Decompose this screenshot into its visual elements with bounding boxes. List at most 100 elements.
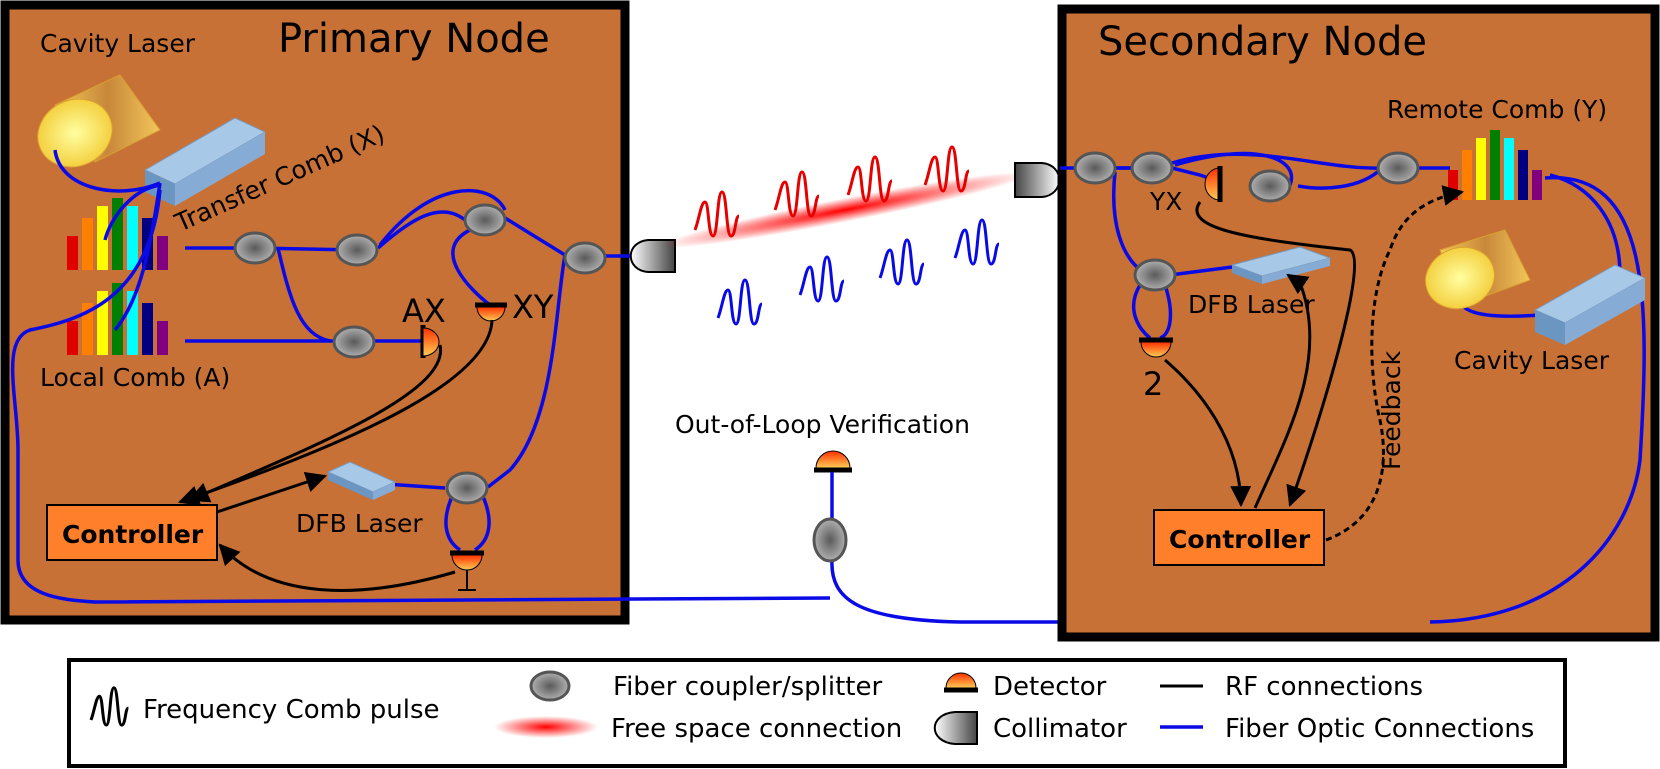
detector-yx xyxy=(1204,166,1223,202)
detector-ax xyxy=(420,325,440,358)
detector-2 xyxy=(1139,337,1173,358)
comb-a-line-1 xyxy=(67,321,78,355)
comb-y-line-2 xyxy=(1462,150,1472,200)
free-space-link xyxy=(629,145,1061,326)
collimator-icon xyxy=(933,711,978,745)
collimator-secondary xyxy=(1014,162,1061,198)
comb-a-line-5 xyxy=(127,291,138,355)
verification-coupler xyxy=(812,517,848,563)
fiber-c3-to-xy xyxy=(451,228,492,307)
red-pulses xyxy=(693,145,970,238)
primary-coupler-5 xyxy=(332,325,376,359)
fiber-transfer-comb-to-comb-x xyxy=(103,183,161,241)
secondary-controller-label: Controller xyxy=(1169,525,1311,554)
pulse-icon xyxy=(89,686,130,727)
fiber-c8-to-dfb xyxy=(1169,264,1241,277)
secondary-coupler-3 xyxy=(1248,169,1292,203)
comb-a-line-6 xyxy=(142,303,153,355)
fiber-to-coupler-3 xyxy=(376,210,467,250)
rf-feedback xyxy=(1325,185,1465,542)
primary-coupler-3 xyxy=(463,203,507,237)
comb-x-line-7 xyxy=(157,236,168,270)
rf-ax-to-controller xyxy=(188,344,443,503)
transfer-comb-device xyxy=(143,117,267,206)
primary-coupler-6 xyxy=(445,471,489,505)
secondary-coupler-1 xyxy=(1073,151,1117,185)
detector-ax-label: AX xyxy=(402,292,446,330)
detector-yx-label: YX xyxy=(1149,187,1182,216)
detector-2-label: 2 xyxy=(1143,365,1163,403)
detector-xy-label: XY xyxy=(512,288,554,326)
verification-detector xyxy=(814,450,852,473)
comb-x-line-5 xyxy=(127,206,138,270)
detector-xy xyxy=(475,302,507,322)
free-space-beam xyxy=(658,171,1032,249)
fiber-loop-top xyxy=(378,188,507,247)
verification-label: Out-of-Loop Verification xyxy=(675,410,970,439)
feedback-label: Feedback xyxy=(1377,350,1406,470)
fiber-split-1 xyxy=(276,247,331,343)
detector-1 xyxy=(450,550,484,591)
legend-free-space-label: Free space connection xyxy=(611,714,902,744)
comb-y-line-4 xyxy=(1490,130,1500,200)
rf-controller-to-dfb xyxy=(1253,273,1312,509)
comb-a-line-3 xyxy=(97,291,108,355)
rf-yx-to-controller xyxy=(1195,201,1357,507)
blue-pulse-1 xyxy=(716,278,763,326)
primary-controller: Controller xyxy=(46,504,218,561)
legend-fiber-label: Fiber Optic Connections xyxy=(1225,714,1534,744)
comb-x-line-1 xyxy=(67,236,78,270)
primary-dfb-laser xyxy=(326,461,397,500)
secondary-cavity-device xyxy=(1533,264,1647,345)
secondary-coupler-4 xyxy=(1376,151,1420,185)
secondary-cavity-laser-label: Cavity Laser xyxy=(1454,346,1610,375)
primary-coupler-4 xyxy=(563,241,607,275)
rf-det1-to-controller xyxy=(218,543,456,592)
secondary-coupler-2 xyxy=(1130,151,1174,185)
fiber-device-to-cavity xyxy=(1429,176,1646,624)
comb-x-line-3 xyxy=(97,206,108,270)
primary-coupler-2 xyxy=(335,233,379,267)
secondary-controller: Controller xyxy=(1153,509,1325,566)
legend-rf-label: RF connections xyxy=(1225,672,1423,702)
legend-detector-label: Detector xyxy=(993,672,1107,702)
legend-box xyxy=(67,658,1567,768)
fiber-local-comb-to-global xyxy=(10,189,831,604)
remote-comb-spectrum xyxy=(1448,130,1542,200)
blue-pulse-4 xyxy=(953,218,1000,266)
rf-det2-to-controller xyxy=(1164,358,1252,508)
comb-y-line-6 xyxy=(1518,150,1528,200)
secondary-dfb-label: DFB Laser xyxy=(1188,290,1315,319)
fiber-c8-loop-a xyxy=(1131,284,1152,340)
legend-pulse-label: Frequency Comb pulse xyxy=(143,695,440,725)
comb-a-line-4 xyxy=(112,283,123,355)
verification-block: Out-of-Loop Verification xyxy=(675,410,1430,624)
red-pulse-1 xyxy=(693,190,740,238)
local-comb-label: Local Comb (A) xyxy=(40,363,230,392)
comb-y-line-5 xyxy=(1504,138,1514,200)
primary-dfb-label: DFB Laser xyxy=(296,509,423,538)
detector-icon xyxy=(944,672,978,693)
fiber-c8-loop-b xyxy=(1159,284,1173,340)
secondary-couplers xyxy=(1073,151,1420,292)
fiber-c5-down xyxy=(486,254,567,489)
blue-pulse-2 xyxy=(798,255,845,303)
rf-controller-to-dfb xyxy=(216,472,327,514)
primary-coupler-1 xyxy=(233,231,277,265)
comb-y-line-7 xyxy=(1532,170,1542,200)
secondary-dfb-laser xyxy=(1230,246,1332,284)
secondary-cavity-laser xyxy=(1425,229,1531,310)
local-comb-spectrum xyxy=(67,283,168,355)
rf-xy-to-controller xyxy=(178,319,494,506)
red-pulse-2 xyxy=(773,170,820,218)
fiber-c2-to-c7 xyxy=(1171,152,1383,170)
blue-pulses xyxy=(716,218,1000,326)
secondary-coupler-5 xyxy=(1133,258,1177,292)
blue-pulse-3 xyxy=(878,238,925,286)
secondary-node: Secondary Node Remote Comb (Y) YX xyxy=(1057,4,1660,642)
coupler-icon xyxy=(529,670,571,702)
collimator-primary xyxy=(629,239,676,273)
remote-comb-label: Remote Comb (Y) xyxy=(1387,95,1607,124)
primary-couplers xyxy=(233,203,607,505)
